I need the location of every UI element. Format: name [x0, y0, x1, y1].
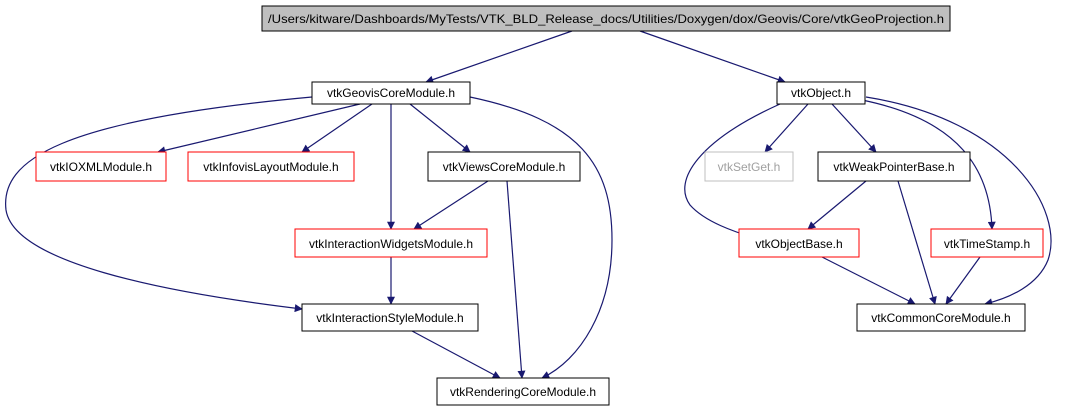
node-box-ioxml: [35, 151, 167, 182]
node-weakptr[interactable]: vtkWeakPointerBase.h: [817, 151, 971, 182]
node-label-setget: vtkSetGet.h: [718, 160, 781, 174]
node-viewscore[interactable]: vtkViewsCoreModule.h: [427, 151, 581, 182]
node-root[interactable]: /Users/kitware/Dashboards/MyTests/VTK_BL…: [261, 5, 951, 32]
node-ioxml[interactable]: vtkIOXMLModule.h: [35, 151, 167, 182]
node-label-interstyle: vtkInteractionStyleModule.h: [316, 311, 463, 325]
node-geoviscore[interactable]: vtkGeovisCoreModule.h: [311, 81, 471, 105]
edge-object-to-setget: [764, 103, 809, 153]
edge-interstyle-to-renderingcore: [411, 330, 501, 379]
edge-object-to-timestamp: [861, 99, 996, 230]
node-label-weakptr: vtkWeakPointerBase.h: [833, 160, 954, 174]
node-setget[interactable]: vtkSetGet.h: [704, 151, 794, 182]
edge-timestamp-to-commoncore: [945, 256, 981, 305]
node-box-viewscore: [427, 151, 581, 182]
edge-viewscore-to-interwidgets: [413, 180, 489, 230]
node-label-geoviscore: vtkGeovisCoreModule.h: [327, 86, 455, 100]
node-interstyle[interactable]: vtkInteractionStyleModule.h: [301, 303, 479, 332]
node-box-commoncore: [856, 303, 1026, 332]
node-box-object: [776, 81, 866, 105]
node-box-renderingcore: [436, 377, 610, 406]
node-timestamp[interactable]: vtkTimeStamp.h: [930, 228, 1044, 258]
node-box-setget: [704, 151, 794, 182]
nodes: /Users/kitware/Dashboards/MyTests/VTK_BL…: [35, 5, 1044, 406]
edge-root-to-geoviscore: [425, 30, 573, 84]
node-label-infovis: vtkInfovisLayoutModule.h: [203, 160, 338, 174]
node-label-commoncore: vtkCommonCoreModule.h: [871, 311, 1010, 325]
node-label-object: vtkObject.h: [791, 86, 851, 100]
edge-object-to-weakptr: [831, 103, 877, 153]
edge-object-to-objectbase: [684, 103, 781, 240]
edge-object-to-commoncore: [865, 96, 1052, 307]
node-renderingcore[interactable]: vtkRenderingCoreModule.h: [436, 377, 610, 406]
node-box-weakptr: [817, 151, 971, 182]
edge-viewscore-to-renderingcore: [506, 180, 526, 379]
node-box-interwidgets: [294, 228, 488, 258]
node-commoncore[interactable]: vtkCommonCoreModule.h: [856, 303, 1026, 332]
node-label-root: /Users/kitware/Dashboards/MyTests/VTK_BL…: [268, 12, 944, 26]
edge-geoviscore-to-renderingcore: [469, 96, 613, 379]
edge-geoviscore-to-ioxml: [157, 103, 361, 155]
edge-objectbase-to-commoncore: [821, 256, 916, 305]
node-box-interstyle: [301, 303, 479, 332]
edges: [5, 30, 1052, 379]
node-infovis[interactable]: vtkInfovisLayoutModule.h: [187, 151, 355, 182]
node-box-root: [261, 5, 951, 32]
node-interwidgets[interactable]: vtkInteractionWidgetsModule.h: [294, 228, 488, 258]
edge-geoviscore-to-infovis: [301, 103, 373, 153]
edge-root-to-object: [639, 30, 786, 84]
node-box-objectbase: [738, 228, 860, 258]
node-object[interactable]: vtkObject.h: [776, 81, 866, 105]
edge-weakptr-to-objectbase: [807, 180, 867, 230]
node-box-geoviscore: [311, 81, 471, 105]
node-box-infovis: [187, 151, 355, 182]
node-label-interwidgets: vtkInteractionWidgetsModule.h: [309, 237, 473, 251]
node-label-ioxml: vtkIOXMLModule.h: [50, 160, 152, 174]
node-objectbase[interactable]: vtkObjectBase.h: [738, 228, 860, 258]
node-box-timestamp: [930, 228, 1044, 258]
node-label-renderingcore: vtkRenderingCoreModule.h: [450, 385, 596, 399]
edge-geoviscore-to-interstyle: [5, 96, 313, 313]
node-label-viewscore: vtkViewsCoreModule.h: [443, 160, 566, 174]
node-label-objectbase: vtkObjectBase.h: [755, 237, 842, 251]
node-label-timestamp: vtkTimeStamp.h: [944, 237, 1030, 251]
edge-geoviscore-to-viewscore: [409, 103, 471, 153]
edge-weakptr-to-commoncore: [897, 180, 937, 305]
